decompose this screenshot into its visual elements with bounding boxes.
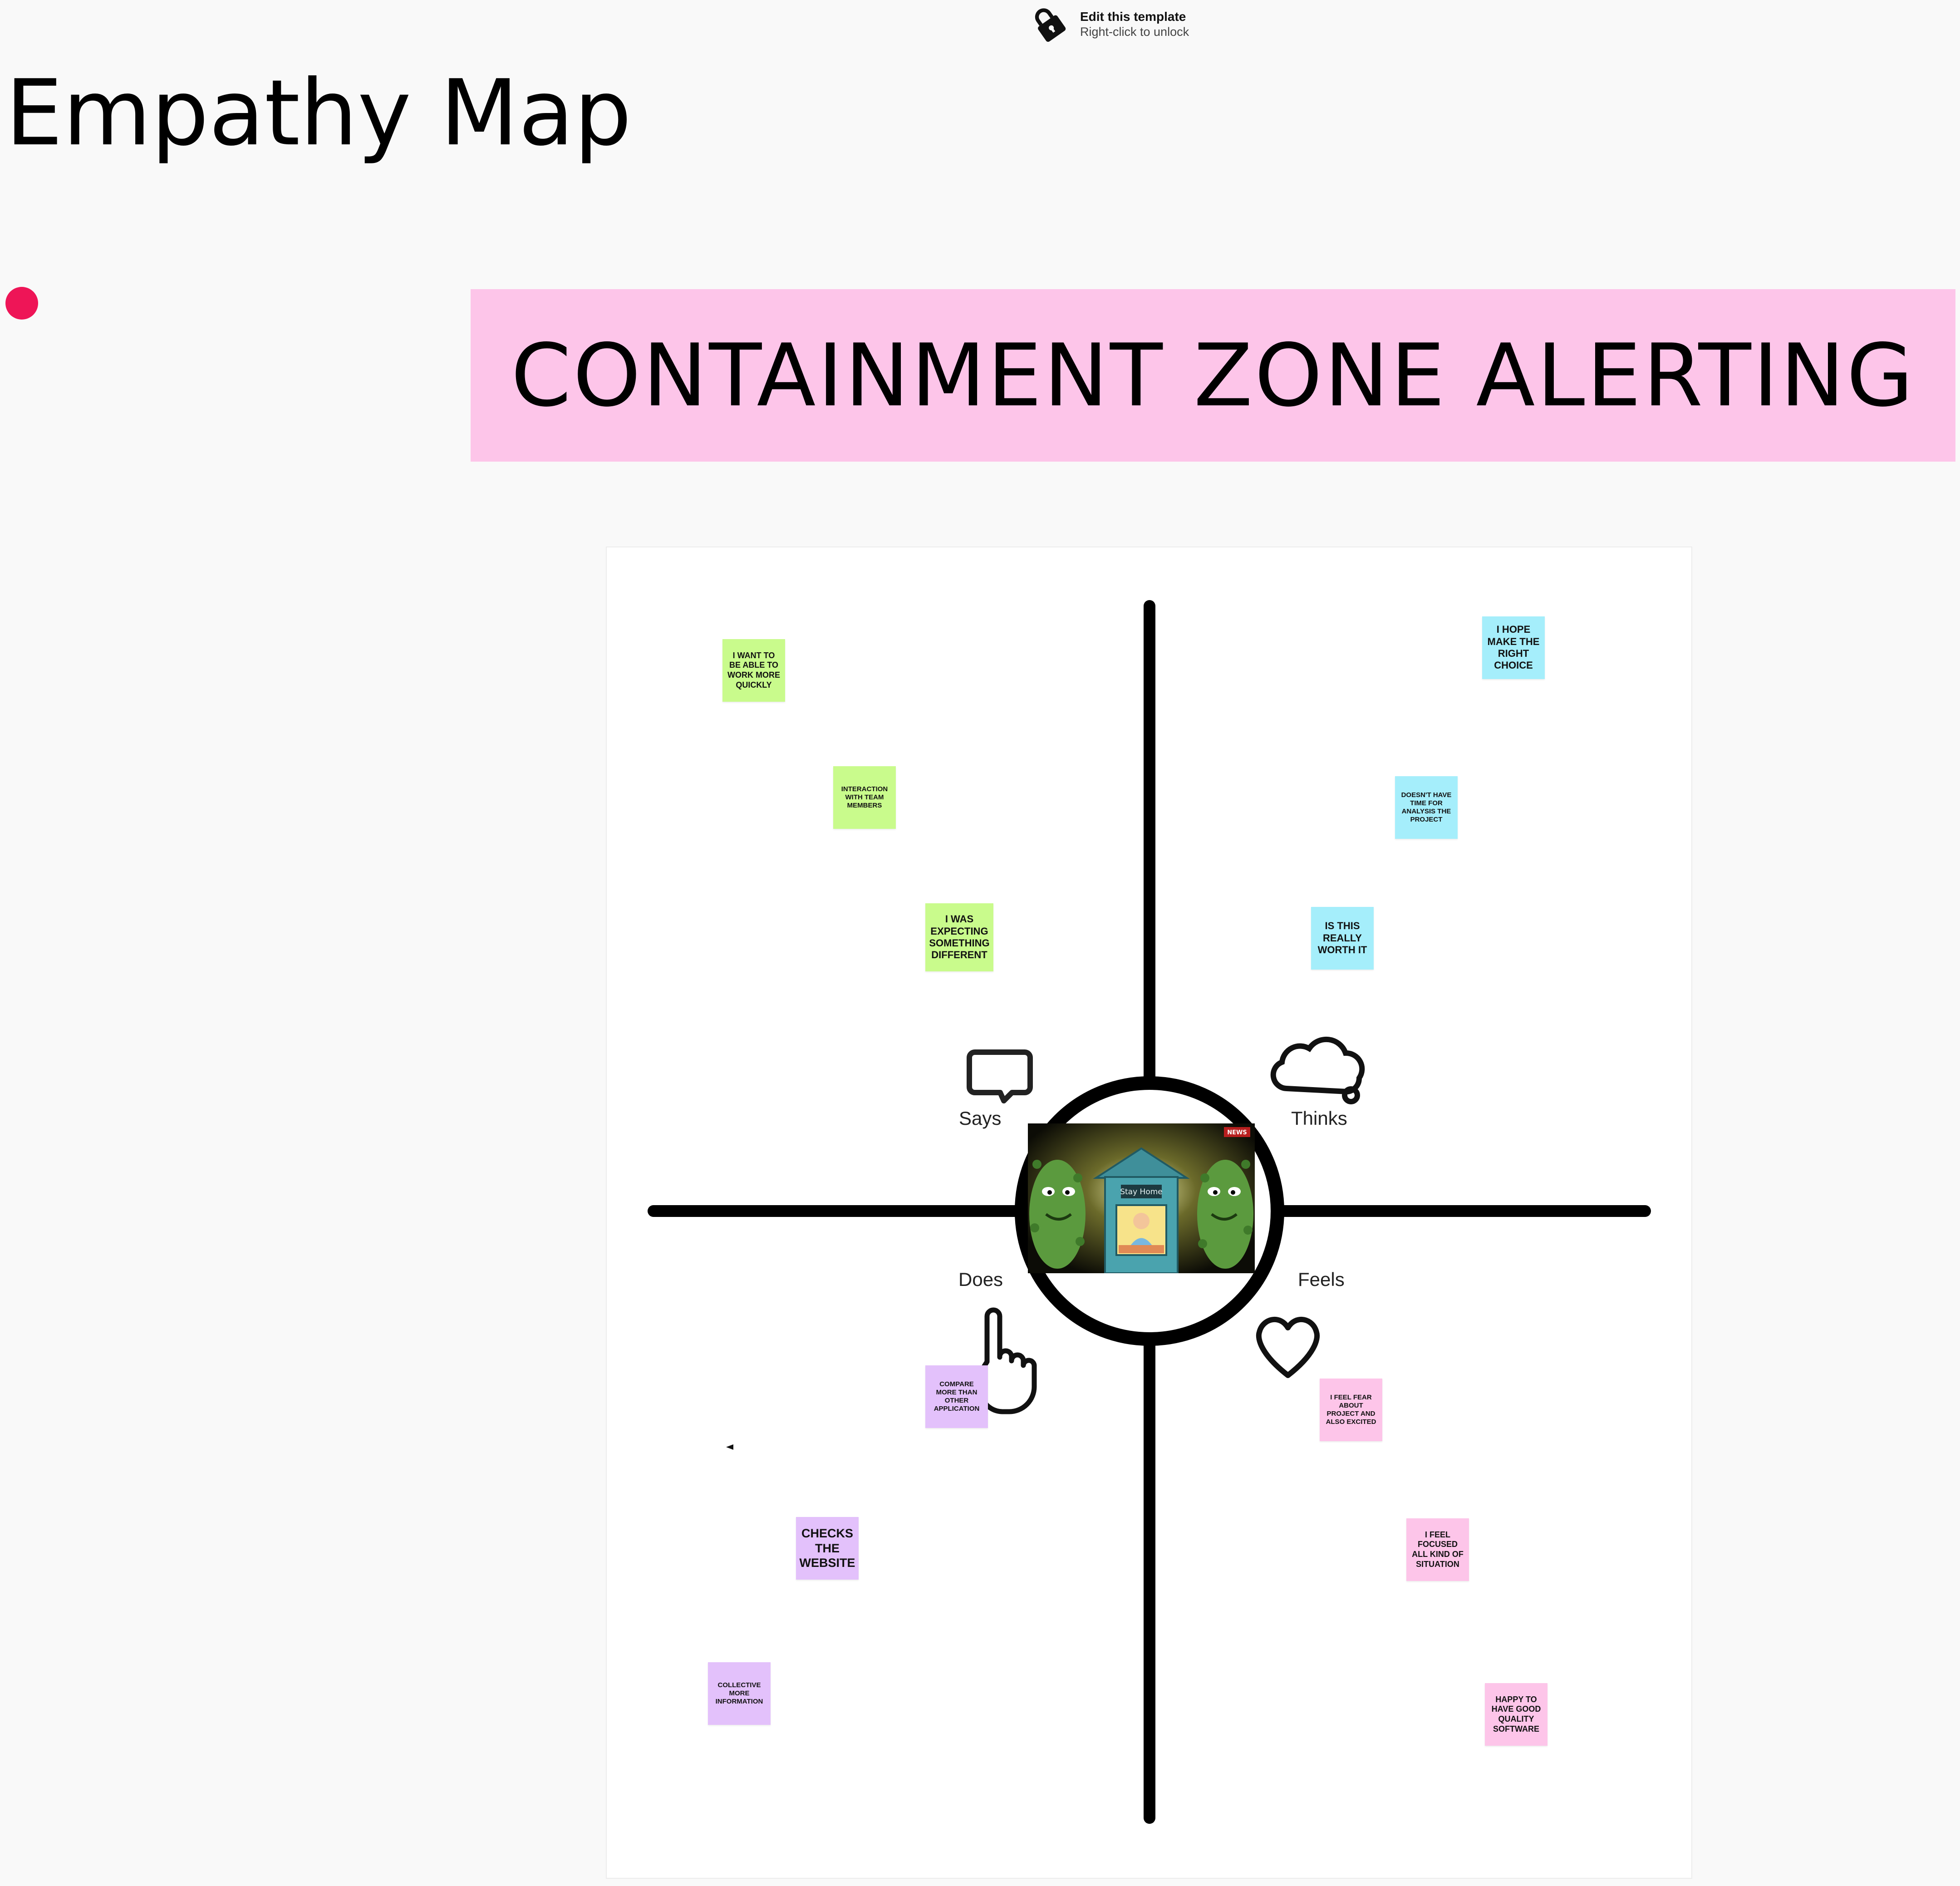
lock-hint-title: Edit this template	[1080, 10, 1186, 24]
sticky-note-thinks-1[interactable]: I HOPE MAKE THE RIGHT CHOICE	[1482, 616, 1545, 679]
sticky-note-thinks-2[interactable]: DOESN'T HAVE TIME FOR ANALYSIS THE PROJE…	[1395, 776, 1458, 839]
sticky-note-does-1[interactable]: COMPARE MORE THAN OTHER APPLICATION	[925, 1365, 988, 1428]
title-banner[interactable]: CONTAINMENT ZONE ALERTING	[471, 289, 1955, 462]
red-dot-marker[interactable]	[5, 287, 38, 320]
virus-right-figure	[1197, 1160, 1253, 1269]
stay-home-sign: Stay Home	[1120, 1187, 1163, 1197]
sticky-note-says-2[interactable]: INTERACTION WITH TEAM MEMBERS	[833, 766, 896, 829]
sticky-note-says-3[interactable]: I WAS EXPECTING SOMETHING DIFFERENT	[925, 903, 993, 971]
virus-left-figure	[1029, 1160, 1086, 1269]
sticky-note-feels-2[interactable]: I FEEL FOCUSED ALL KIND OF SITUATION	[1406, 1518, 1469, 1581]
quadrant-label-says: Says	[959, 1108, 1002, 1129]
sticky-note-feels-3[interactable]: HAPPY TO HAVE GOOD QUALITY SOFTWARE	[1485, 1683, 1547, 1746]
center-persona-image[interactable]: Stay Home NEWS	[1028, 1123, 1255, 1273]
lock-hint-subtitle: Right-click to unlock	[1080, 25, 1189, 39]
sticky-note-thinks-3[interactable]: IS THIS REALLY WORTH IT	[1311, 907, 1374, 970]
house-figure: Stay Home	[1093, 1147, 1190, 1273]
quadrant-label-feels: Feels	[1298, 1269, 1345, 1290]
edit-template-hint[interactable]: Edit this template Right-click to unlock	[1029, 4, 1220, 44]
banner-text: CONTAINMENT ZONE ALERTING	[511, 325, 1916, 426]
sticky-note-does-2[interactable]: CHECKS THE WEBSITE	[796, 1517, 859, 1580]
sticky-note-says-1[interactable]: I WANT TO BE ABLE TO WORK MORE QUICKLY	[722, 639, 785, 702]
quadrant-label-thinks: Thinks	[1291, 1108, 1347, 1129]
sticky-note-does-3[interactable]: COLLECTIVE MORE INFORMATION	[708, 1662, 771, 1725]
quadrant-label-does: Does	[958, 1269, 1003, 1290]
lock-icon	[1035, 8, 1066, 42]
small-arrow-mark	[726, 1444, 733, 1450]
news-badge: NEWS	[1227, 1129, 1247, 1136]
sticky-note-feels-1[interactable]: I FEEL FEAR ABOUT PROJECT AND ALSO EXCIT…	[1320, 1379, 1382, 1441]
page-title: Empathy Map	[5, 60, 632, 166]
